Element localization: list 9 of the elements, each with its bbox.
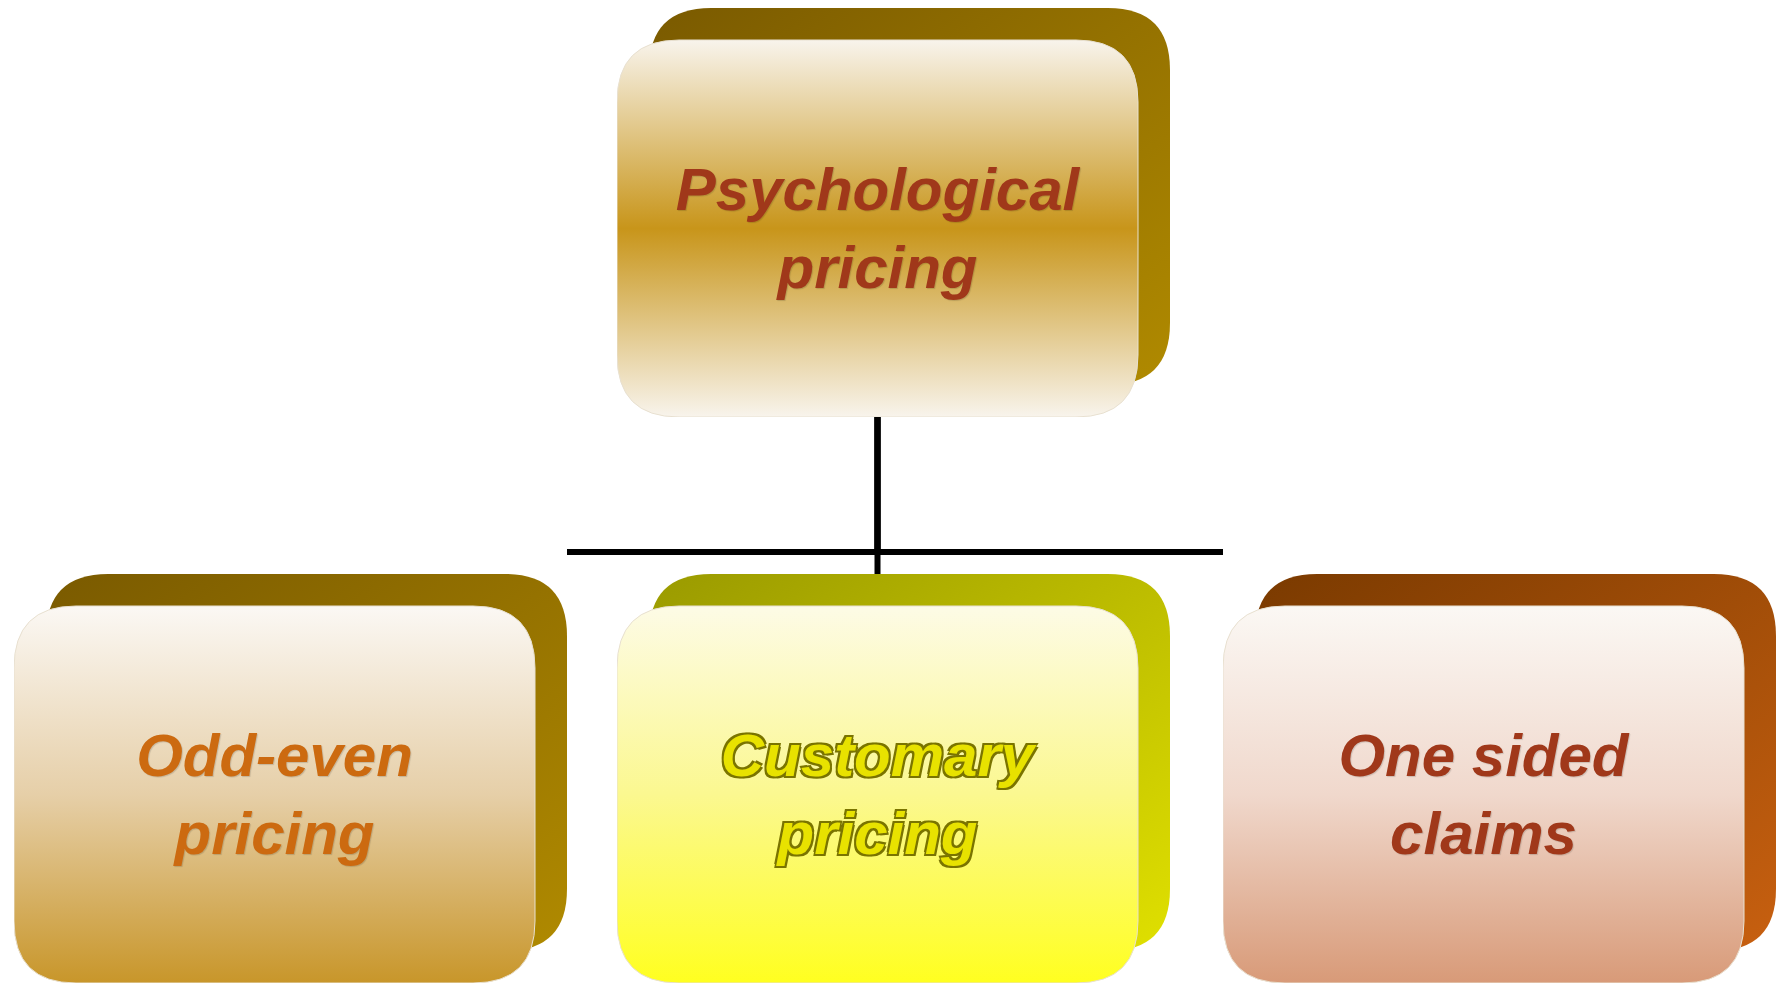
box-label: Customary pricing	[719, 720, 1038, 869]
beveled-box	[617, 8, 1170, 417]
connector-line	[874, 417, 1223, 555]
box-label: Odd-even pricing	[135, 720, 414, 869]
box-label: Psychological pricing	[674, 154, 1081, 303]
beveled-box	[1223, 574, 1776, 983]
beveled-box	[14, 574, 567, 983]
beveled-box	[617, 574, 1170, 983]
box-label: One sided claims	[1337, 720, 1631, 869]
